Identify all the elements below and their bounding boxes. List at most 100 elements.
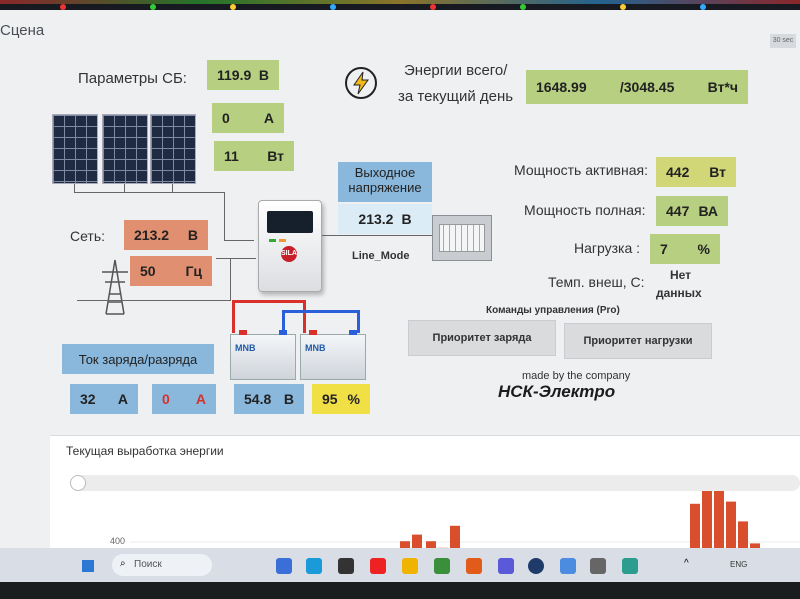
load-box: 7 % — [650, 234, 720, 264]
temperature-label: Темп. внеш, С: — [548, 274, 645, 290]
wire — [224, 240, 254, 241]
full-power-unit: ВА — [698, 203, 718, 219]
load-label: Нагрузка : — [574, 240, 641, 256]
energy-chart: Текущая выработка энергии 400 — [50, 435, 800, 550]
app-icon[interactable] — [528, 558, 544, 574]
operating-mode: Line_Mode — [352, 250, 410, 262]
load-value: 7 — [660, 241, 668, 257]
full-power-box: 447 ВА — [656, 196, 728, 226]
output-label-line1: Выходное — [354, 165, 416, 180]
energy-today-value: /3048.45 — [619, 79, 675, 95]
range-slider-handle[interactable] — [70, 475, 86, 491]
app-icon[interactable] — [622, 558, 638, 574]
light-bulb — [520, 4, 526, 10]
power-tower-icon — [102, 259, 128, 315]
light-bulb — [330, 4, 336, 10]
chart-bar — [750, 543, 760, 550]
charge-priority-button[interactable]: Приоритет заряда — [408, 320, 556, 356]
grid-label: Сеть: — [70, 228, 106, 244]
discharge-current-unit: А — [195, 391, 206, 407]
inverter-display — [267, 211, 313, 233]
wire — [124, 184, 125, 192]
light-bulb — [620, 4, 626, 10]
battery-brand: MNB — [235, 343, 256, 353]
discharge-current-value: 0 — [162, 391, 170, 407]
light-bulb — [230, 4, 236, 10]
store-icon[interactable] — [338, 558, 354, 574]
energy-unit: Вт*ч — [707, 79, 738, 95]
grid-voltage-value: 213.2 — [134, 227, 170, 243]
wire — [216, 258, 256, 259]
solar-voltage-box: 119.9 В — [207, 60, 279, 90]
inverter-led — [279, 239, 286, 242]
solar-current-unit: А — [263, 110, 274, 126]
company-logo: НСК-Электро — [498, 382, 616, 401]
full-power-label: Мощность полная: — [524, 202, 646, 218]
battery-soc-unit: % — [347, 391, 360, 407]
charge-current-unit: А — [117, 391, 128, 407]
energy-box: 1648.99 /3048.45 Вт*ч — [526, 70, 748, 104]
active-app-icon[interactable] — [560, 558, 576, 574]
light-bulb — [150, 4, 156, 10]
solar-panel-icon — [52, 114, 98, 184]
grid-frequency-unit: Гц — [185, 263, 202, 279]
wire — [77, 300, 231, 301]
search-icon: ⌕ — [120, 558, 126, 569]
temperature-value-line2: данных — [656, 286, 702, 300]
monitor-bezel — [0, 582, 800, 599]
file-explorer-icon[interactable] — [276, 558, 292, 574]
light-bulb — [60, 4, 66, 10]
inverter-icon: SILA — [258, 200, 322, 292]
output-voltage-header: Выходное напряжение — [338, 162, 432, 202]
lights-glow — [0, 0, 800, 4]
battery-voltage-value: 54.8 — [244, 391, 272, 407]
windows-start-icon[interactable] — [82, 560, 94, 572]
solar-voltage-value: 119.9 — [217, 67, 252, 83]
taskbar-search[interactable]: ⌕ Поиск — [112, 554, 212, 576]
app-icon[interactable] — [466, 558, 482, 574]
output-voltage-unit: В — [401, 211, 412, 227]
app-icon[interactable] — [590, 558, 606, 574]
tray-chevron-icon[interactable]: ^ — [684, 558, 689, 569]
output-voltage-box: 213.2 В — [338, 204, 432, 234]
discharge-current-box: 0 А — [152, 384, 216, 414]
folder-icon[interactable] — [402, 558, 418, 574]
grid-frequency-value: 50 — [140, 263, 156, 279]
language-indicator[interactable]: ENG — [730, 560, 748, 569]
energy-label-line1: Энергии всего/ — [404, 62, 508, 79]
chart-range-slider[interactable] — [70, 475, 800, 491]
solar-current-box: 0 А — [212, 103, 284, 133]
battery-current-label: Ток заряда/разряда — [62, 344, 214, 374]
chart-y-tick: 400 — [110, 536, 126, 546]
battery-icon: MNB — [300, 330, 366, 380]
refresh-badge[interactable]: 30 sec — [770, 34, 796, 48]
inverter-led — [269, 239, 276, 242]
solar-panel-icon — [102, 114, 148, 184]
chart-bar — [714, 486, 724, 550]
lightning-icon — [345, 67, 377, 99]
yandex-icon[interactable] — [370, 558, 386, 574]
active-power-value: 442 — [666, 164, 690, 180]
energy-total-value: 1648.99 — [536, 79, 587, 95]
taskbar: ⌕ Поиск ^ ENG — [0, 548, 800, 582]
distribution-cabinet-icon — [432, 215, 492, 261]
commands-title: Команды управления (Pro) — [486, 305, 620, 316]
solar-power-box: 11 Вт — [214, 141, 294, 171]
chart-bar — [412, 534, 422, 550]
battery-cable-positive — [232, 300, 306, 333]
solar-panel-icon — [150, 114, 196, 184]
scene-window: Сцена 30 sec Параметры СБ: 119.9 В 0 А 1… — [0, 10, 800, 550]
grid-voltage-unit: В — [187, 227, 198, 243]
load-unit: % — [697, 241, 710, 257]
light-bulb — [430, 4, 436, 10]
app-icon[interactable] — [498, 558, 514, 574]
charge-current-value: 32 — [80, 391, 96, 407]
edge-icon[interactable] — [306, 558, 322, 574]
active-power-unit: Вт — [709, 164, 726, 180]
battery-icon: MNB — [230, 330, 296, 380]
app-icon[interactable] — [434, 558, 450, 574]
light-bulb — [700, 4, 706, 10]
energy-label-line2: за текущий день — [398, 88, 514, 105]
load-priority-button[interactable]: Приоритет нагрузки — [564, 323, 712, 359]
battery-terminal — [239, 330, 247, 335]
